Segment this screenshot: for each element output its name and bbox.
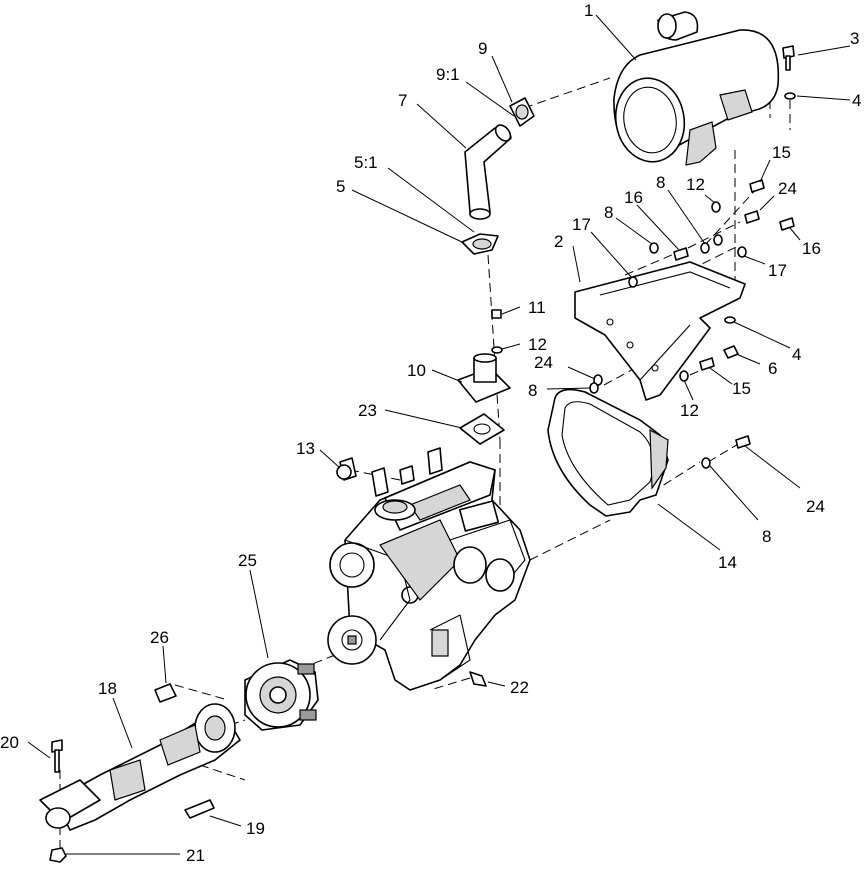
callout-10: 10: [407, 361, 426, 380]
callout-1: 1: [584, 1, 593, 20]
leader-lines: [27, 14, 851, 855]
exhaust-adapter: [457, 353, 511, 403]
callout-23: 23: [358, 401, 377, 420]
callout-4: 4: [792, 345, 801, 364]
nut-21: [49, 847, 67, 863]
callout-12: 12: [686, 175, 705, 194]
callout-12: 12: [680, 401, 699, 420]
drive-coupler: [244, 659, 319, 731]
callout-2: 2: [554, 232, 563, 251]
muffler: [613, 11, 780, 166]
callout-6: 6: [768, 359, 777, 378]
callout-24: 24: [534, 353, 553, 372]
pipe-clamp: [461, 233, 499, 255]
callout-8: 8: [762, 527, 771, 546]
callout-15: 15: [732, 379, 751, 398]
callout-5: 5: [336, 177, 345, 196]
callout-5-1: 5:1: [354, 153, 378, 172]
nut-13: [336, 464, 352, 480]
callout-8: 8: [656, 173, 665, 192]
engine: [327, 447, 531, 691]
callout-17: 17: [572, 215, 591, 234]
exhaust-flange: [509, 97, 535, 127]
bolt-20: [51, 739, 63, 773]
callout-3: 3: [850, 29, 859, 48]
callout-12: 12: [528, 335, 547, 354]
callout-17: 17: [768, 261, 787, 280]
callout-8: 8: [604, 203, 613, 222]
callout-24: 24: [806, 497, 825, 516]
nut-washer-stack: [491, 309, 503, 354]
exhaust-gasket: [459, 413, 505, 445]
bolt-19: [184, 799, 215, 819]
callout-8: 8: [528, 381, 537, 400]
callout-13: 13: [296, 439, 315, 458]
callout-16: 16: [624, 188, 643, 207]
callout-14: 14: [718, 553, 737, 572]
callout-9-1: 9:1: [436, 65, 460, 84]
callout-4: 4: [852, 91, 861, 110]
driveshaft: [39, 703, 241, 831]
callout-9: 9: [478, 39, 487, 58]
callout-20: 20: [0, 733, 19, 752]
callout-16: 16: [802, 239, 821, 258]
callout-7: 7: [398, 91, 407, 110]
callout-22: 22: [510, 678, 529, 697]
exhaust-pipe: [464, 124, 512, 220]
callout-21: 21: [186, 846, 205, 865]
alignment-lines: [59, 77, 791, 850]
callout-26: 26: [150, 628, 169, 647]
bolt-22: [469, 671, 487, 687]
muffler-bracket: [574, 261, 746, 401]
engine-bell-housing: [547, 388, 669, 517]
bolt-26: [154, 683, 177, 703]
callout-24: 24: [778, 179, 797, 198]
callout-19: 19: [246, 819, 265, 838]
callout-15: 15: [772, 143, 791, 162]
callout-11: 11: [528, 298, 546, 317]
hardware-bolts: [589, 45, 796, 469]
callout-18: 18: [98, 679, 117, 698]
callout-25: 25: [238, 551, 257, 570]
